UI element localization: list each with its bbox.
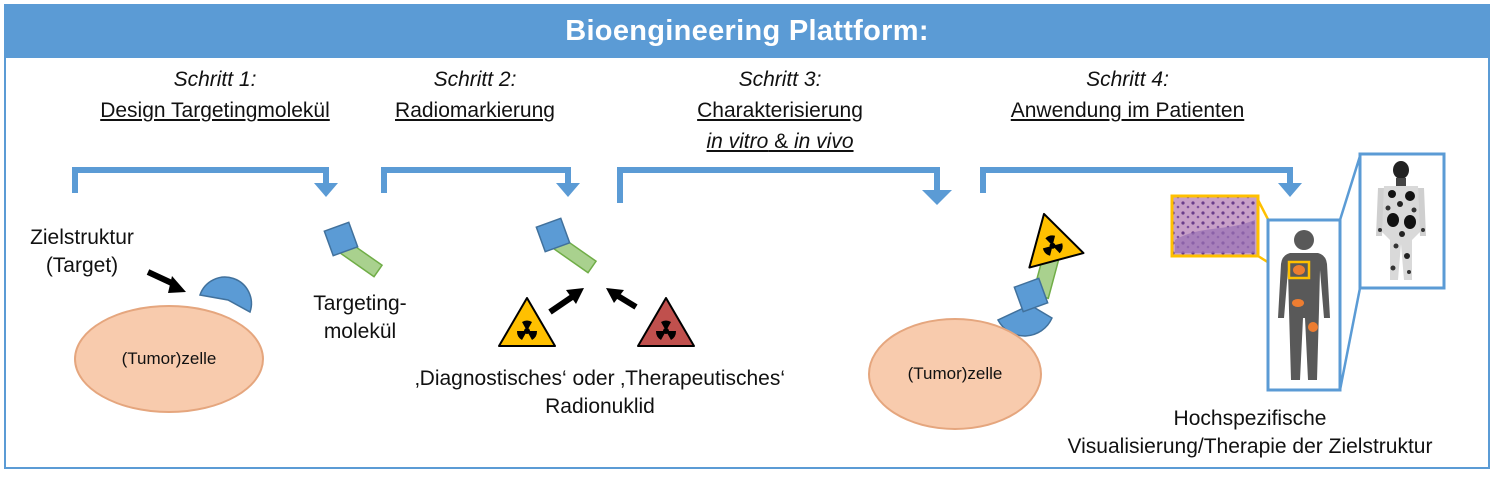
tumor-highlight-box <box>1287 260 1311 280</box>
step-3-subtitle: in vitro & in vivo <box>650 126 910 157</box>
target-pointer-arrow-head <box>168 276 186 293</box>
result-label-line2: Visualisierung/Therapie der Zielstruktur <box>1067 435 1433 458</box>
step-1-name: Design Targetingmolekül <box>100 99 330 122</box>
therapeutic-arrow <box>616 293 638 310</box>
labeled-molecule <box>1013 252 1061 313</box>
step-2-number: Schritt 2: <box>433 68 517 91</box>
tumor-spot-3 <box>1308 322 1318 332</box>
step-3-amp: & <box>768 130 794 153</box>
step-3-in-vitro: in vitro <box>706 130 769 153</box>
histology-tissue-band <box>1175 220 1255 253</box>
result-label: Hochspezifische Visualisierung/Therapie … <box>1010 405 1490 461</box>
targeting-molecule-2 <box>535 217 598 274</box>
therapeutic-arrow-head <box>606 288 624 303</box>
bracket-arrow-step-2 <box>381 167 571 193</box>
step-2-heading: Schritt 2: Radiomarkierung <box>360 64 590 126</box>
bracket-arrow-step-3-head <box>922 190 952 205</box>
radionuclide-label-line1: ‚Diagnostisches‘ oder ‚Therapeutisches‘ <box>414 367 786 390</box>
step-3-heading: Schritt 3: Charakterisierung in vitro & … <box>650 64 910 157</box>
step-1-heading: Schritt 1: Design Targetingmolekül <box>40 64 390 126</box>
human-silhouette-icon <box>1278 230 1330 380</box>
step-4-name: Anwendung im Patienten <box>1010 99 1245 122</box>
step-2-name: Radiomarkierung <box>395 99 555 122</box>
target-receptor-1 <box>199 276 253 314</box>
step-3-number: Schritt 3: <box>738 68 822 91</box>
radiation-icon-therapeutic <box>637 297 695 347</box>
diagnostic-arrow-head <box>566 288 584 304</box>
step-4-heading: Schritt 4: Anwendung im Patienten <box>965 64 1290 126</box>
radiation-icon-labeled <box>1028 212 1085 269</box>
step-1-number: Schritt 1: <box>173 68 257 91</box>
bracket-arrow-step-2-head <box>556 183 580 197</box>
radiation-icon-diagnostic <box>498 297 556 347</box>
tumor-cell-2: (Tumor)zelle <box>868 318 1042 430</box>
radionuclide-label: ‚Diagnostisches‘ oder ‚Therapeutisches‘ … <box>370 365 830 421</box>
bracket-arrow-step-4-head <box>1278 183 1302 197</box>
target-label-line1: Zielstruktur <box>30 226 134 249</box>
bracket-arrow-step-1 <box>72 167 329 193</box>
step-3-name: Charakterisierung <box>697 99 863 122</box>
molecule-label-line1: Targeting- <box>313 292 407 315</box>
step-4-number: Schritt 4: <box>1086 68 1169 91</box>
target-label: Zielstruktur (Target) <box>12 224 152 280</box>
targeting-molecule-1 <box>323 221 384 278</box>
zoom-line-pet-bottom <box>1338 287 1362 391</box>
tumor-spot-2 <box>1292 299 1304 307</box>
diagnostic-arrow <box>548 294 574 315</box>
bracket-arrow-step-3 <box>617 167 940 203</box>
tumor-cell-1: (Tumor)zelle <box>74 305 264 413</box>
bracket-arrow-step-4 <box>980 167 1293 193</box>
radionuclide-label-line2: Radionuklid <box>545 395 655 418</box>
bracket-arrow-step-1-head <box>314 183 338 197</box>
target-label-line2: (Target) <box>45 254 119 277</box>
molecule-label: Targeting- molekül <box>290 290 430 346</box>
page-title: Bioengineering Plattform: <box>4 4 1490 58</box>
tumor-spot-1 <box>1293 265 1305 275</box>
result-label-line1: Hochspezifische <box>1173 407 1327 430</box>
pet-scan-icon <box>1376 161 1426 280</box>
zoom-line-pet-top <box>1338 155 1362 221</box>
molecule-label-line2: molekül <box>323 320 397 343</box>
step-3-in-vivo: in vivo <box>794 130 854 153</box>
